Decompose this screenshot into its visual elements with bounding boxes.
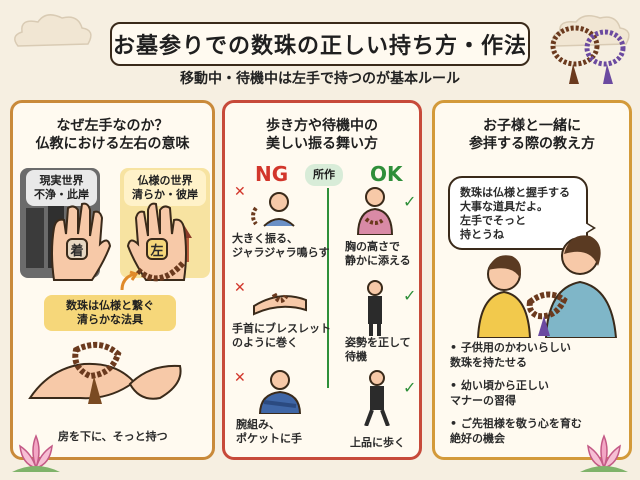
middle-divider (327, 188, 329, 388)
ng-item-1-line1: 大きく振る、 (232, 232, 298, 245)
ng-x-icon-2: ✕ (234, 280, 246, 296)
ok-check-icon-1: ✓ (403, 192, 417, 211)
middle-heading-line2: 美しい振る舞い方 (266, 136, 378, 152)
lotus-decoration-left (12, 434, 60, 472)
ng-swinging-beads-icon (251, 192, 295, 227)
middle-heading-line1: 歩き方や待機中の (266, 118, 378, 134)
right-heading-line2: 参拝する際の教え方 (469, 136, 595, 152)
right-bullet-2-line2: マナーの習得 (450, 394, 516, 407)
center-label: 所作 (305, 164, 343, 186)
left-heading-line1: なぜ左手なのか？ (56, 118, 169, 134)
ok-hold-chest-icon (356, 187, 394, 235)
right-bullet-3: ご先祖様を敬う心を育む 絶好の機会 (450, 416, 628, 446)
right-heading-line1: お子様と一緒に (483, 118, 581, 134)
ng-item-2-line1: 手首にブレスレット (232, 322, 331, 335)
real-world-line2: 不浄・此岸 (34, 188, 89, 201)
ng-x-icon-3: ✕ (234, 370, 246, 386)
ng-item-1-line2: ジャラジャラ鳴らす (232, 246, 330, 259)
right-panel-heading: お子様と一緒に 参拝する際の教え方 (435, 117, 629, 153)
ok-item-1-line1: 胸の高さで (345, 240, 400, 253)
buddha-world-label: 仏様の世界 清らか・彼岸 (124, 170, 206, 206)
ng-item-3-line1: 腕組み、 (236, 418, 280, 431)
ng-x-icon-1: ✕ (234, 184, 246, 200)
ng-label: NG (255, 162, 289, 186)
right-bullet-2: 幼い頃から正しい マナーの習得 (450, 378, 628, 408)
note-line2: 清らかな法具 (77, 313, 143, 326)
right-bullet-3-line1: ご先祖様を敬う心を育む (460, 417, 582, 430)
ok-item-2-line1: 姿勢を正して (345, 336, 411, 349)
ok-item-1: 胸の高さで 静かに添える (345, 240, 411, 268)
sacred-tool-note: 数珠は仏様と繋ぐ 清らかな法具 (44, 295, 176, 331)
right-bullet-1: 子供用のかわいらしい 数珠を持たせる (450, 340, 628, 370)
left-hand-label: 左 (146, 238, 168, 260)
bubble-line4: 持とうね (460, 228, 504, 241)
note-line1: 数珠は仏様と繋ぐ (66, 299, 154, 312)
lotus-decoration-right (580, 434, 628, 472)
buddha-world-line2: 清らか・彼岸 (132, 188, 198, 201)
ng-arms-crossed-icon (258, 370, 302, 414)
ok-label: OK (370, 162, 403, 186)
ng-item-3: 腕組み、 ポケットに手 (236, 418, 302, 446)
bubble-line1: 数珠は仏様と握手する (460, 186, 570, 199)
speech-bubble: 数珠は仏様と握手する 大事な道具だよ。 左手でそっと 持とうね (448, 176, 596, 250)
buddha-world-line1: 仏様の世界 (137, 174, 193, 187)
ng-item-2: 手首にブレスレット のように巻く (232, 322, 331, 350)
mother-and-child-illustration (476, 235, 618, 338)
middle-panel-heading: 歩き方や待機中の 美しい振る舞い方 (225, 117, 419, 153)
prayer-beads-icon (550, 25, 626, 84)
ok-item-3: 上品に歩く (350, 436, 405, 450)
right-hand-label: 着 (66, 238, 88, 260)
page-title-text: お墓参りでの数珠の正しい持ち方・作法 (112, 34, 527, 59)
bubble-line3: 左手でそっと (460, 214, 526, 227)
ng-item-1: 大きく振る、 ジャラジャラ鳴らす (232, 232, 329, 260)
hands-holding-beads-icon (28, 341, 182, 404)
page-subtitle: 移動中・待機中は左手で持つのが基本ルール (180, 71, 460, 87)
right-hand-char: 着 (70, 243, 84, 259)
right-bullet-3-line2: 絶好の機会 (450, 432, 505, 445)
ok-item-2: 姿勢を正して 待機 (345, 336, 411, 364)
left-panel-heading: なぜ左手なのか？ 仏教における左右の意味 (13, 117, 212, 153)
arrow-icon (120, 270, 138, 291)
right-bullet-1-line1: 子供用のかわいらしい (460, 341, 571, 354)
page-title: お墓参りでの数珠の正しい持ち方・作法 (110, 22, 530, 66)
ok-walking-icon (364, 370, 390, 426)
bubble-line2: 大事な道具だよ。 (460, 200, 548, 213)
ng-item-2-line2: のように巻く (232, 336, 298, 349)
real-world-label: 現実世界 不浄・此岸 (26, 170, 97, 206)
ok-check-icon-3: ✓ (403, 378, 417, 397)
ng-item-3-line2: ポケットに手 (236, 432, 302, 445)
ok-item-1-line2: 静かに添える (345, 254, 411, 267)
left-caption: 房を下に、そっと持つ (58, 430, 168, 443)
cloud-decoration-left (14, 14, 92, 47)
ok-item-3-line1: 上品に歩く (350, 436, 405, 449)
right-bullet-2-line1: 幼い頃から正しい (460, 379, 549, 392)
middle-panel: 歩き方や待機中の 美しい振る舞い方 (222, 100, 422, 460)
left-heading-line2: 仏教における左右の意味 (35, 136, 190, 152)
ok-item-2-line2: 待機 (345, 350, 367, 363)
right-bullet-1-line2: 数珠を持たせる (450, 356, 527, 369)
ok-standing-icon (367, 280, 383, 336)
real-world-line1: 現実世界 (39, 174, 84, 187)
left-hand-char: 左 (150, 243, 164, 259)
right-bullet-list: 子供用のかわいらしい 数珠を持たせる 幼い頃から正しい マナーの習得 ご先祖様を… (450, 340, 628, 446)
ok-check-icon-2: ✓ (403, 286, 417, 305)
ng-wrist-beads-icon (253, 292, 307, 316)
